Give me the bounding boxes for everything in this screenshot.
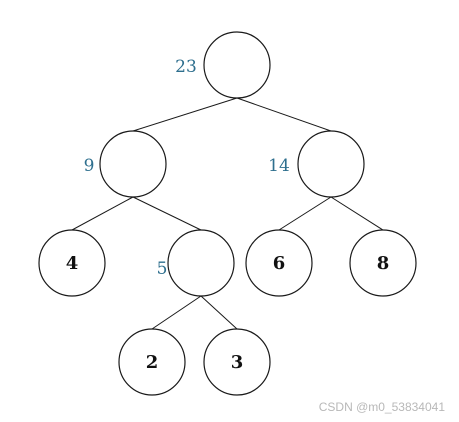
node-n4	[38, 229, 106, 297]
weight-label-n9: 9	[84, 156, 95, 176]
node-n6	[245, 229, 313, 297]
edge-n14-n6	[278, 196, 332, 231]
leaf-value-n2: 2	[146, 352, 159, 373]
edge-n5-n2	[151, 295, 202, 330]
edge-root-n14	[236, 97, 332, 132]
edge-n14-n8	[330, 196, 384, 231]
watermark-text: CSDN @m0_53834041	[318, 400, 445, 414]
node-n9	[99, 130, 167, 198]
node-n3	[203, 328, 271, 396]
leaf-value-n4: 4	[66, 253, 79, 274]
weight-label-root: 23	[175, 57, 197, 77]
node-n8	[349, 229, 417, 297]
leaf-value-n8: 8	[377, 253, 390, 274]
node-n14	[297, 130, 365, 198]
edge-n9-n5	[132, 196, 202, 231]
node-n2	[118, 328, 186, 396]
tree-edges	[71, 97, 384, 330]
leaf-value-n3: 3	[231, 352, 244, 373]
weight-label-n5: 5	[157, 259, 168, 279]
leaf-value-n6: 6	[273, 253, 286, 274]
edge-root-n9	[132, 97, 238, 132]
edge-n9-n4	[71, 196, 134, 231]
edge-n5-n3	[200, 295, 238, 330]
node-n5	[167, 229, 235, 297]
node-root	[203, 31, 271, 99]
weight-label-n14: 14	[268, 156, 290, 176]
